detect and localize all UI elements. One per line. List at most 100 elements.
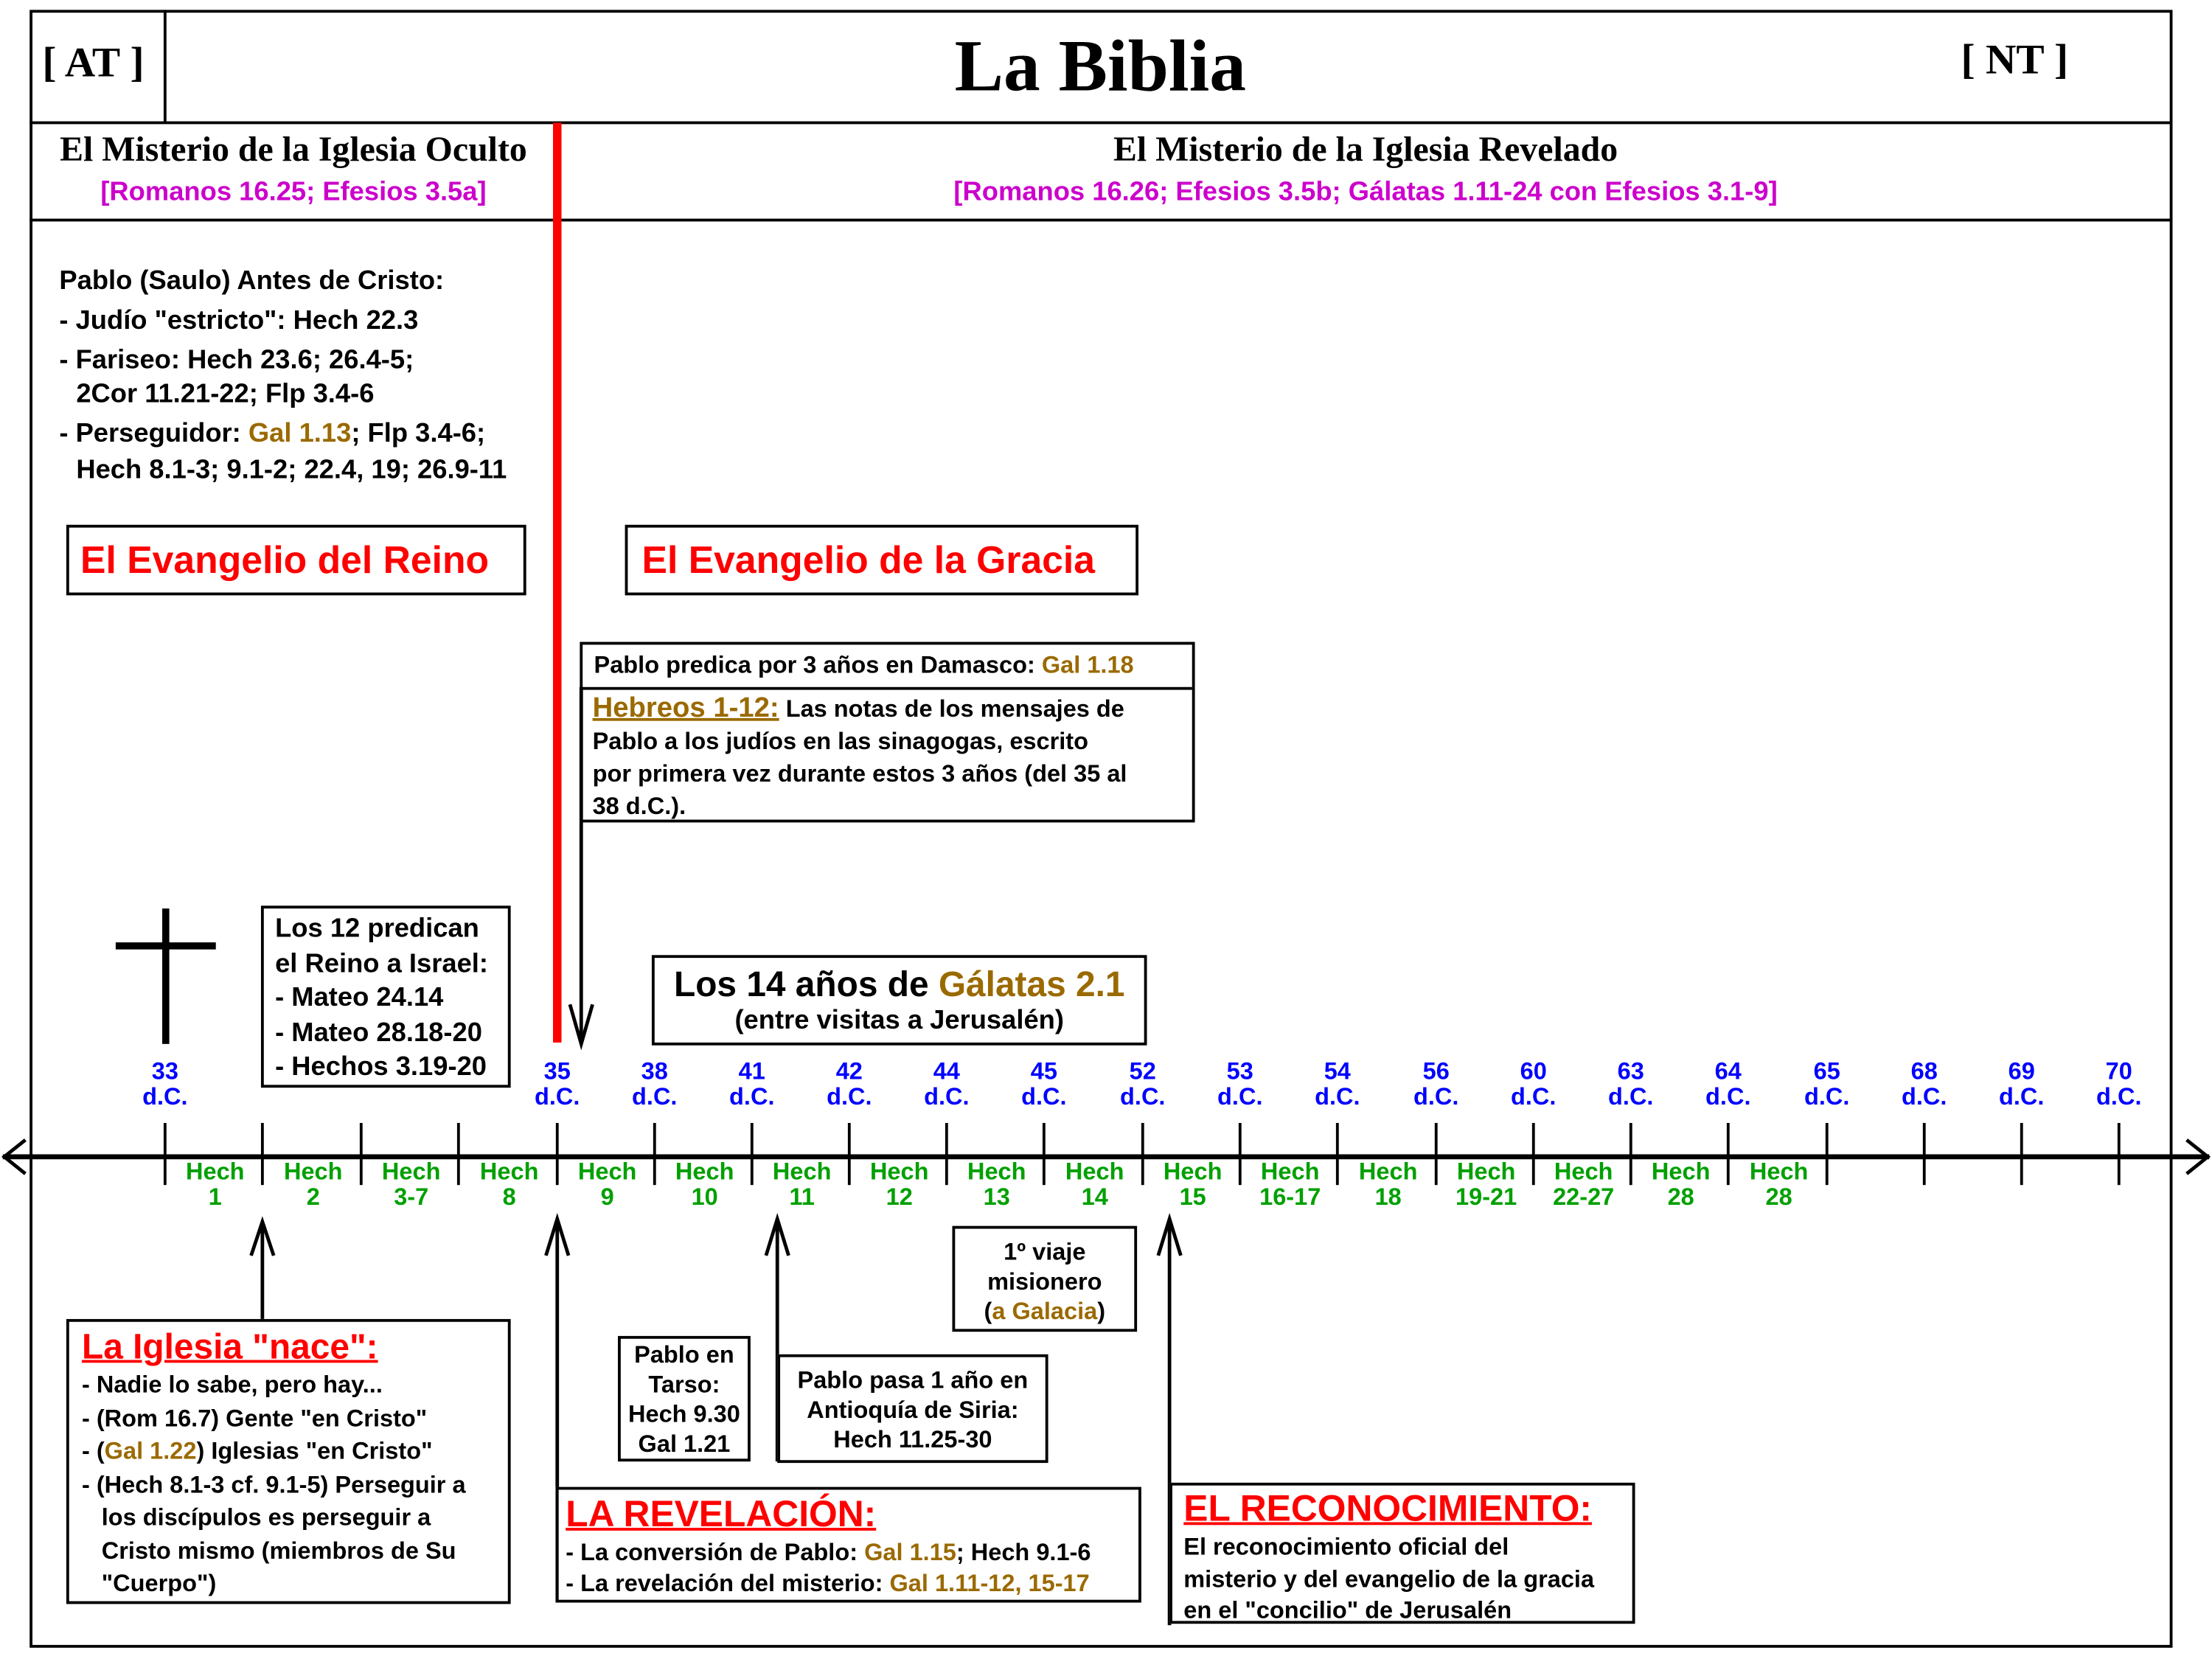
- year-number: 44: [933, 1057, 960, 1085]
- scripture-ref: Gálatas 2.1: [938, 964, 1125, 1005]
- hidden-mystery-refs: [Romanos 16.25; Efesios 3.5a]: [100, 178, 487, 208]
- church-born-box: La Iglesia "nace": - Nadie lo sabe, pero…: [66, 1318, 511, 1604]
- pablo-line: 2Cor 11.21-22; Flp 3.4-6: [76, 379, 375, 409]
- gospel-grace-box: El Evangelio de la Gracia: [625, 524, 1139, 596]
- acts-chapters: 15: [1179, 1183, 1206, 1211]
- scripture-ref: Gal 1.13: [248, 419, 352, 449]
- text: por primera vez durante estos 3 años (de…: [592, 760, 1127, 787]
- acts-chapters: 19-21: [1455, 1183, 1517, 1211]
- year-number: 69: [2008, 1057, 2035, 1085]
- text: Pablo en: [634, 1341, 734, 1368]
- acts-label: Hech: [577, 1158, 637, 1186]
- text: 38 d.C.).: [592, 793, 686, 820]
- year-suffix: d.C.: [142, 1083, 188, 1110]
- revealed-mystery-refs: [Romanos 16.26; Efesios 3.5b; Gálatas 1.…: [953, 178, 1778, 208]
- timeline-tick: [1335, 1122, 1339, 1186]
- year-suffix: d.C.: [1804, 1083, 1850, 1110]
- text: Gal 1.21: [638, 1430, 731, 1458]
- timeline-tick: [1726, 1122, 1730, 1186]
- damasco-box: Pablo predica por 3 años en Damasco: Gal…: [580, 641, 1195, 823]
- acts-chapters: 28: [1667, 1183, 1694, 1211]
- acts-chapters: 1: [208, 1183, 222, 1211]
- acts-chapters: 28: [1765, 1183, 1792, 1211]
- text: - (: [81, 1437, 105, 1465]
- pablo-before-christ: Pablo (Saulo) Antes de Cristo: - Judío "…: [59, 264, 507, 490]
- year-number: 68: [1910, 1057, 1938, 1085]
- year-number: 70: [2105, 1057, 2132, 1085]
- timeline-tick: [260, 1122, 264, 1186]
- scripture-ref: a Galacia: [992, 1298, 1098, 1325]
- text: (a Galacia): [955, 1296, 1134, 1326]
- acts-label: Hech: [1065, 1158, 1124, 1186]
- arrow-up-icon: [249, 1216, 276, 1319]
- recognition-box: EL RECONOCIMIENTO: El reconocimiento ofi…: [1169, 1482, 1635, 1624]
- tarso-box: Pablo en Tarso: Hech 9.30 Gal 1.21: [618, 1335, 751, 1462]
- acts-label: Hech: [1358, 1158, 1418, 1186]
- text: "Cuerpo"): [101, 1570, 217, 1597]
- damasco-title: Pablo predica por 3 años en Damasco: Gal…: [582, 644, 1192, 690]
- timeline-tick: [1922, 1122, 1926, 1186]
- text: en el "concilio" de Jerusalén: [1183, 1596, 1512, 1624]
- year-number: 65: [1813, 1057, 1840, 1085]
- text: - (Rom 16.7) Gente "en Cristo": [81, 1404, 428, 1432]
- year-suffix: d.C.: [1120, 1083, 1166, 1110]
- acts-chapters: 22-27: [1553, 1183, 1615, 1211]
- year-suffix: d.C.: [729, 1083, 775, 1110]
- text: ; Hech 9.1-6: [956, 1539, 1091, 1566]
- text: - (Gal 1.22) Iglesias "en Cristo": [82, 1435, 508, 1468]
- text: misterio y del evangelio de la gracia: [1183, 1565, 1595, 1593]
- timeline-tick: [1141, 1122, 1144, 1186]
- timeline-tick: [456, 1122, 460, 1186]
- year-suffix: d.C.: [1902, 1083, 1947, 1110]
- damasco-body: Hebreos 1-12: Las notas de los mensajes …: [582, 690, 1192, 823]
- gospel-grace-label: El Evangelio de la Gracia: [641, 538, 1095, 582]
- year-number: 35: [543, 1057, 571, 1085]
- hebreos-link: Hebreos 1-12:: [592, 692, 779, 724]
- pablo-line: - Perseguidor: Gal 1.13; Flp 3.4-6;: [59, 416, 507, 453]
- pablo-heading: Pablo (Saulo) Antes de Cristo:: [59, 266, 445, 296]
- scripture-ref: Gal 1.22: [104, 1437, 197, 1465]
- timeline-tick: [163, 1122, 167, 1186]
- timeline-tick: [1825, 1122, 1829, 1186]
- antioquia-box: Pablo pasa 1 año en Antioquía de Siria: …: [777, 1354, 1048, 1464]
- year-suffix: d.C.: [1511, 1083, 1557, 1110]
- revelation-box: LA REVELACIÓN: - La conversión de Pablo:…: [555, 1486, 1141, 1603]
- text: - La conversión de Pablo:: [566, 1539, 865, 1566]
- timeline-tick: [2117, 1122, 2121, 1186]
- columns-divider: [29, 218, 2173, 222]
- year-number: 56: [1422, 1057, 1450, 1085]
- pablo-line: Hech 8.1-3; 9.1-2; 22.4, 19; 26.9-11: [76, 455, 507, 486]
- year-number: 45: [1030, 1057, 1057, 1085]
- text: ) Iglesias "en Cristo": [196, 1437, 433, 1465]
- text: Pablo a los judíos en las sinagogas, esc…: [592, 728, 1089, 755]
- year-number: 38: [641, 1057, 668, 1085]
- year-suffix: d.C.: [827, 1083, 872, 1110]
- year-number: 54: [1324, 1057, 1351, 1085]
- page-title: La Biblia: [954, 27, 1247, 108]
- old-testament-label: [ AT ]: [42, 39, 145, 86]
- timeline-axis: [1, 1138, 2211, 1175]
- acts-chapters: 12: [886, 1183, 913, 1211]
- timeline-tick: [653, 1122, 656, 1186]
- year-number: 60: [1520, 1057, 1547, 1085]
- cross-icon: [162, 908, 170, 1044]
- text: ; Flp 3.4-6;: [351, 419, 486, 449]
